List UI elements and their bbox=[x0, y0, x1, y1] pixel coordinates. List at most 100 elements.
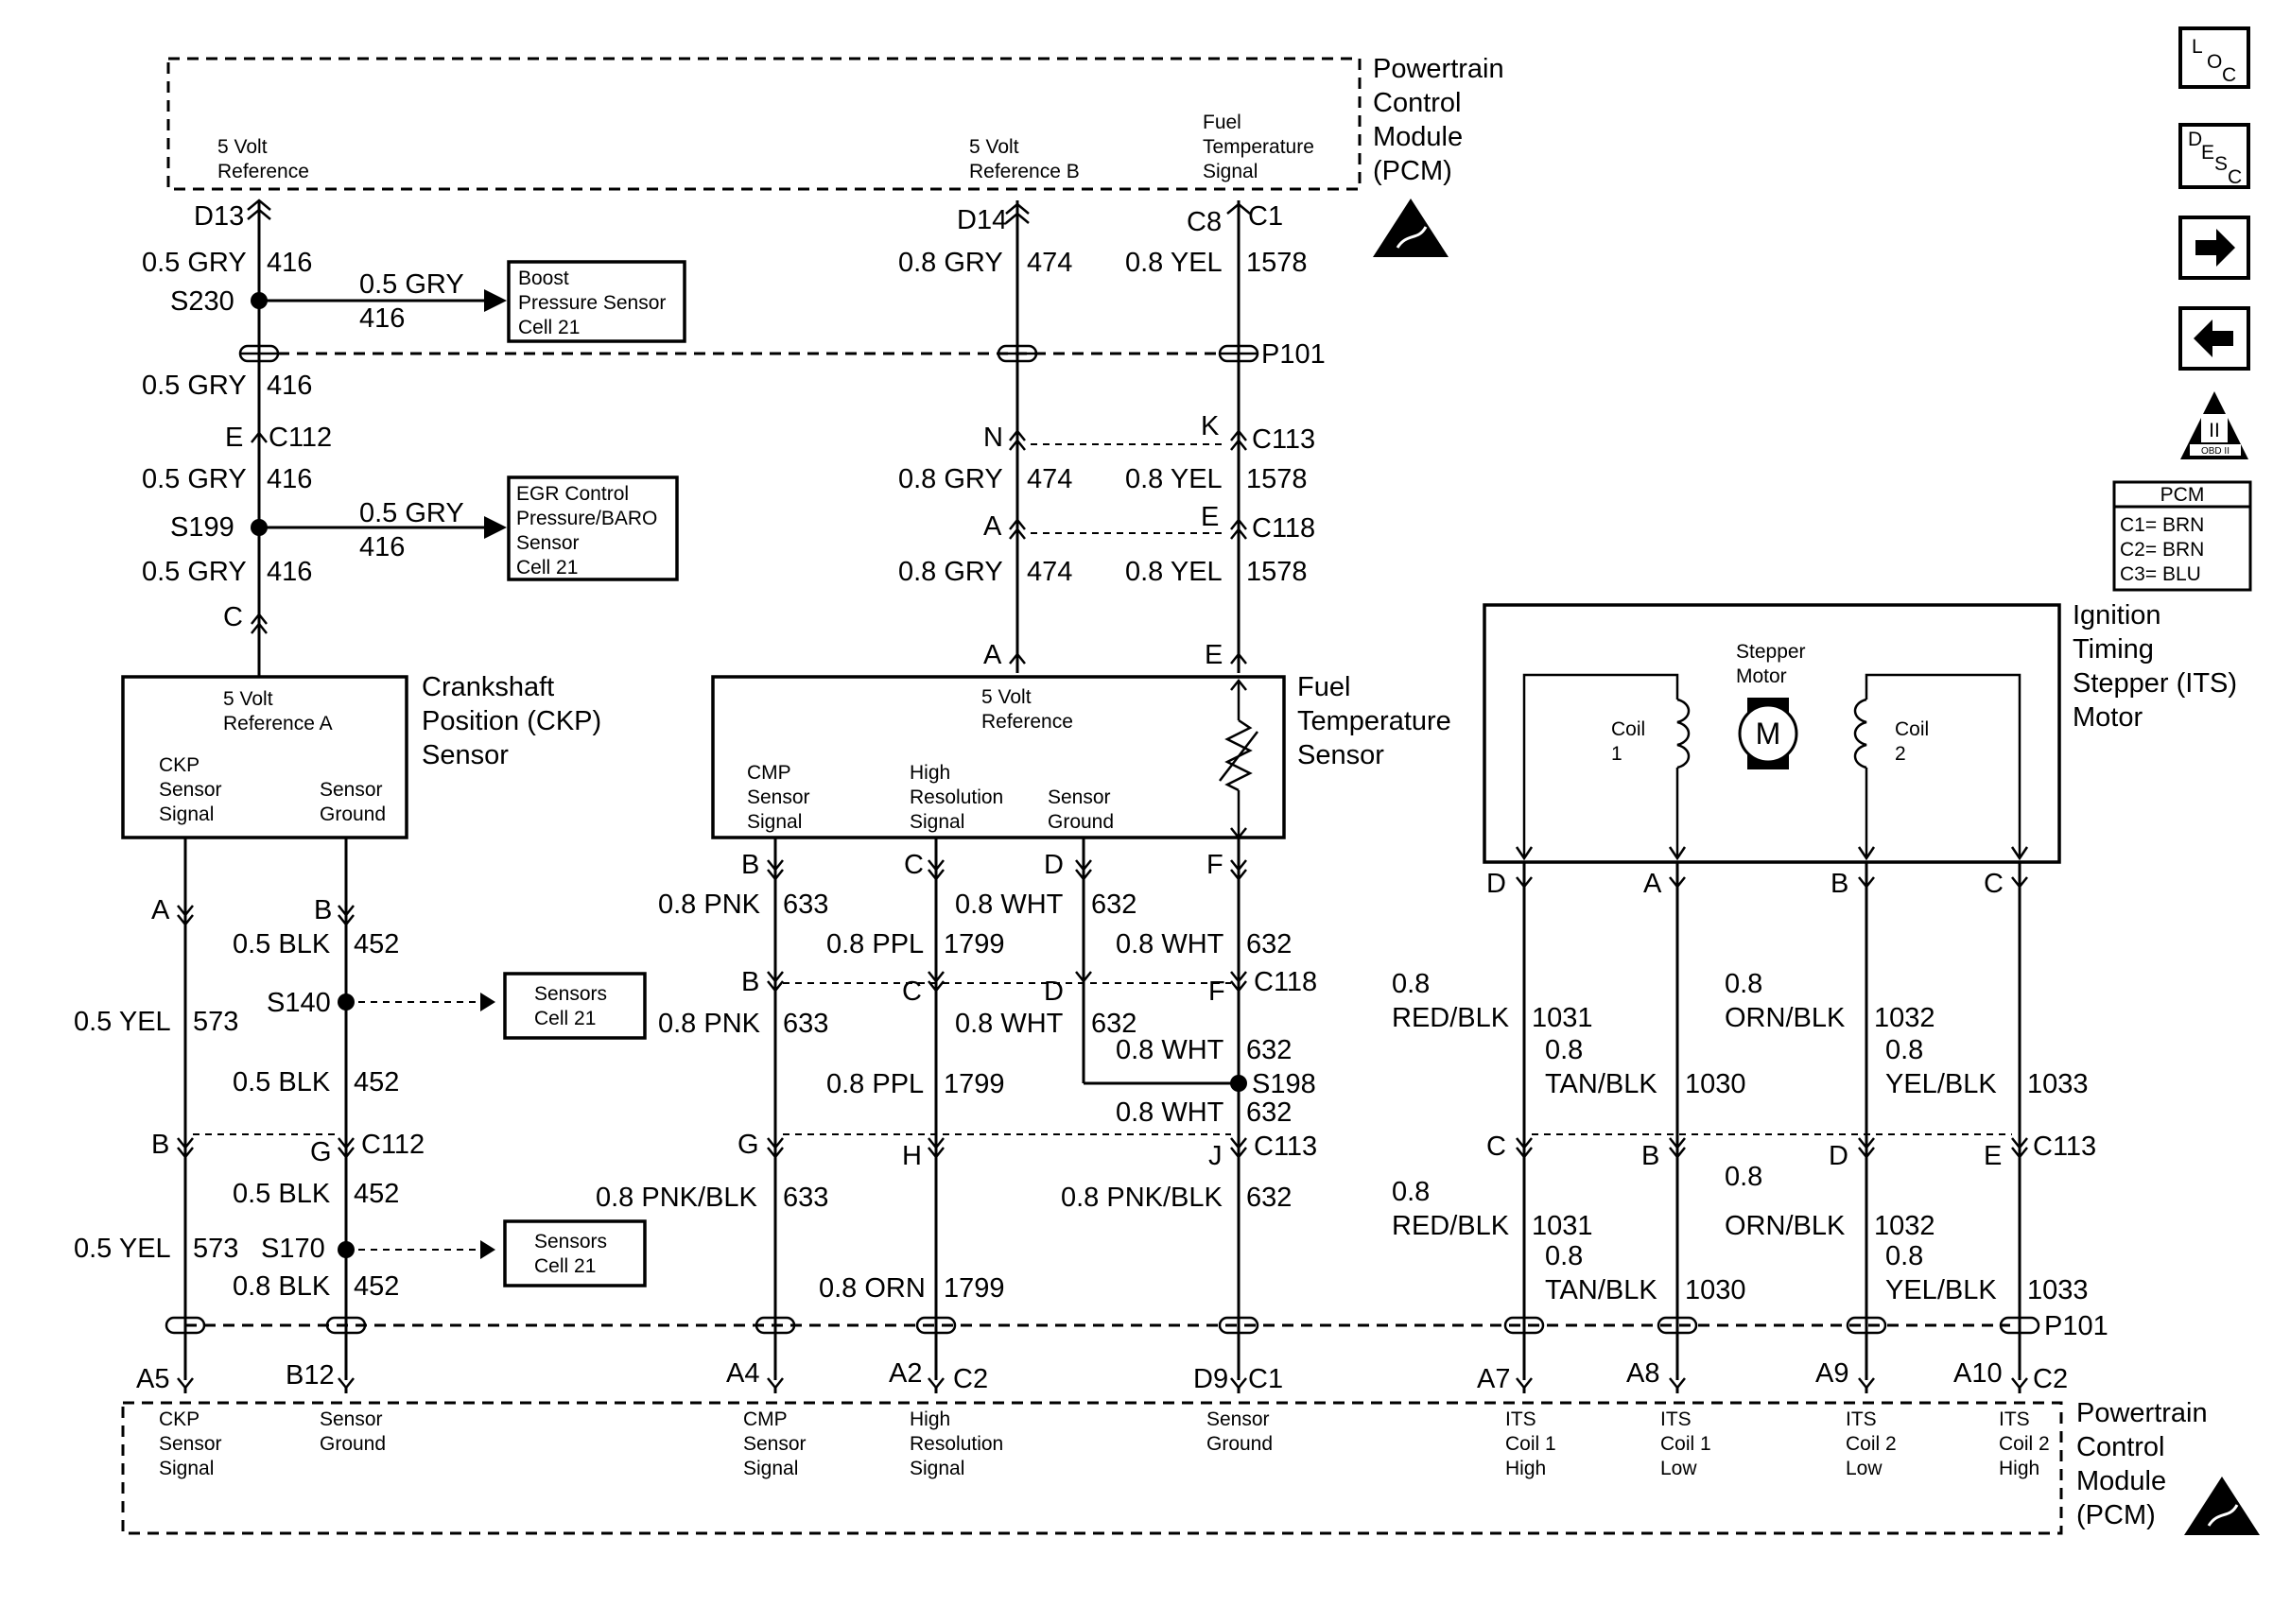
its-stepper-motor: Ignition Timing Stepper (ITS) Motor Step… bbox=[1483, 600, 2237, 864]
fts-hires-3: Signal bbox=[910, 811, 964, 833]
pcm-bottom-title-4: (PCM) bbox=[2076, 1500, 2156, 1530]
pcm-pin-label-d14-1: 5 Volt bbox=[969, 136, 1019, 158]
pin-d14: D14 bbox=[957, 205, 1007, 235]
fts-ref-2: Reference bbox=[981, 711, 1073, 733]
pcm-a7-label-2: Coil 1 bbox=[1505, 1433, 1556, 1455]
pcm-pin-label-d13-2: Reference bbox=[217, 161, 309, 182]
wire-474-num-2: 474 bbox=[1027, 464, 1072, 494]
wire-416-num-branch2: 416 bbox=[359, 532, 405, 562]
pin-h-c113: H bbox=[902, 1141, 922, 1171]
previous-page-button[interactable] bbox=[2178, 306, 2250, 371]
wire-633-color-1: 0.8 PNK bbox=[658, 890, 761, 920]
boost-label-1: Boost bbox=[518, 268, 569, 289]
pcm-bottom-title-1: Powertrain bbox=[2076, 1398, 2208, 1428]
left-arrow-icon bbox=[2194, 320, 2233, 357]
ckp-title-2: Position (CKP) bbox=[422, 706, 601, 736]
fts-hires-1: High bbox=[910, 762, 950, 784]
wire-633-num-2: 633 bbox=[783, 1009, 828, 1039]
pcm-bottom: Powertrain Control Module (PCM) A5 B12 A… bbox=[121, 1358, 2260, 1535]
circuit-474-1578: 0.8 GRY 474 0.8 YEL 1578 N K C113 0.8 GR… bbox=[898, 200, 1315, 673]
wire-633b-color: 0.8 PNK/BLK bbox=[596, 1183, 758, 1213]
wire-474-color-3: 0.8 GRY bbox=[898, 557, 1003, 587]
pcm-a9-label-1: ITS bbox=[1846, 1408, 1877, 1430]
its-motor-1: Stepper bbox=[1736, 641, 1806, 663]
wire-1030-color-1: TAN/BLK bbox=[1545, 1069, 1657, 1099]
fts-hires-2: Resolution bbox=[910, 786, 1003, 808]
conn-p101-bottom: P101 bbox=[2044, 1311, 2108, 1341]
pcm-a10-label-2: Coil 2 bbox=[1999, 1433, 2050, 1455]
conn-c113-mid: C113 bbox=[1254, 1132, 1317, 1162]
wire-416-num-branch1: 416 bbox=[359, 303, 405, 334]
pcm-b12-label-2: Ground bbox=[320, 1433, 386, 1455]
circuit-416: 0.5 GRY 416 S230 0.5 GRY 416 0.5 GRY 416… bbox=[142, 200, 507, 679]
pin-c-its: C bbox=[1984, 869, 2004, 899]
pin-b-ckp: B bbox=[314, 895, 332, 925]
pcm-top-title-4: (PCM) bbox=[1373, 156, 1452, 186]
wire-1033-color-2: YEL/BLK bbox=[1885, 1275, 1997, 1305]
ckp-ref-1: 5 Volt bbox=[223, 688, 273, 710]
conn-c118-top: C118 bbox=[1252, 513, 1315, 544]
desc-letter-s: S bbox=[2214, 153, 2228, 175]
pcm-a4-label-1: CMP bbox=[743, 1408, 788, 1430]
wire-1032-color-1: ORN/BLK bbox=[1725, 1003, 1846, 1033]
pcm-a2-label-2: Resolution bbox=[910, 1433, 1003, 1455]
ckp-ref-2: Reference A bbox=[223, 713, 333, 734]
wire-1031-num-2: 1031 bbox=[1532, 1211, 1593, 1241]
pin-a-its: A bbox=[1643, 869, 1662, 899]
splice-s199-dot bbox=[251, 519, 268, 536]
wire-416-color-3: 0.5 GRY bbox=[142, 464, 247, 494]
fuel-temperature-sensor: 5 Volt Reference CMP Sensor Signal High … bbox=[711, 672, 1451, 840]
description-button[interactable]: D E S C bbox=[2178, 123, 2250, 189]
wire-1032-size-2: 0.8 bbox=[1725, 1162, 1762, 1192]
pin-c-c118: C bbox=[902, 976, 922, 1007]
location-button[interactable]: L O C bbox=[2178, 26, 2250, 89]
splice-s199: S199 bbox=[170, 512, 234, 543]
wire-1033-num-1: 1033 bbox=[2027, 1069, 2089, 1099]
pin-g-c113: G bbox=[737, 1130, 759, 1160]
fts-gnd-2: Ground bbox=[1048, 811, 1114, 833]
wire-416-color-4: 0.5 GRY bbox=[142, 557, 247, 587]
conn-c113-top: C113 bbox=[1252, 424, 1315, 455]
pin-g-c112: G bbox=[310, 1137, 332, 1167]
pin-a7: A7 bbox=[1477, 1364, 1510, 1394]
wire-632-color-3: 0.8 WHT bbox=[955, 1009, 1064, 1039]
next-page-button[interactable] bbox=[2178, 216, 2250, 280]
wire-632b-color: 0.8 PNK/BLK bbox=[1061, 1183, 1223, 1213]
wire-632-color-1: 0.8 WHT bbox=[955, 890, 1064, 920]
loc-letter-o: O bbox=[2207, 51, 2222, 73]
pin-j-c113: J bbox=[1208, 1141, 1223, 1171]
wire-1578-color-3: 0.8 YEL bbox=[1125, 557, 1223, 587]
sensors1-label-2: Cell 21 bbox=[534, 1008, 596, 1029]
pin-a-fts: A bbox=[983, 640, 1002, 670]
conn-c118-bottom: C118 bbox=[1254, 967, 1317, 997]
pin-a8: A8 bbox=[1626, 1358, 1659, 1389]
pin-f-c118: F bbox=[1208, 976, 1225, 1007]
pcm-bottom-title-2: Control bbox=[2076, 1432, 2165, 1462]
wire-632-num-4: 632 bbox=[1246, 1035, 1292, 1065]
pcm-a5-label-1: CKP bbox=[159, 1408, 200, 1430]
pcm-pin-label-c8-3: Signal bbox=[1203, 161, 1258, 182]
conn-c1-top: C1 bbox=[1248, 201, 1283, 232]
wire-573-color-2: 0.5 YEL bbox=[74, 1234, 171, 1264]
pcm-pin-label-d14-2: Reference B bbox=[969, 161, 1080, 182]
pcm-a2-label-1: High bbox=[910, 1408, 950, 1430]
wire-632-num-2: 632 bbox=[1246, 929, 1292, 959]
fts-gnd-1: Sensor bbox=[1048, 786, 1111, 808]
wire-1799-color-1: 0.8 PPL bbox=[826, 929, 924, 959]
its-title-3: Stepper (ITS) bbox=[2073, 668, 2237, 699]
desc-letter-d: D bbox=[2188, 129, 2202, 150]
wire-1030-color-2: TAN/BLK bbox=[1545, 1275, 1657, 1305]
wire-452b-num: 452 bbox=[354, 1271, 399, 1302]
wire-1578-num-2: 1578 bbox=[1246, 464, 1308, 494]
its-title-4: Motor bbox=[2073, 702, 2143, 733]
pcm-pin-label-c8-1: Fuel bbox=[1203, 112, 1241, 133]
desc-letter-c: C bbox=[2228, 166, 2242, 188]
pcm-d9-label-2: Ground bbox=[1206, 1433, 1273, 1455]
pcm-a4-label-3: Signal bbox=[743, 1458, 798, 1479]
ckp-title-1: Crankshaft bbox=[422, 672, 554, 702]
its-motor-2: Motor bbox=[1736, 665, 1787, 687]
coil1-label-1: Coil bbox=[1611, 718, 1645, 740]
pcm-a7-label-1: ITS bbox=[1505, 1408, 1536, 1430]
wire-632-num-5: 632 bbox=[1246, 1097, 1292, 1128]
pin-a4: A4 bbox=[726, 1358, 759, 1389]
